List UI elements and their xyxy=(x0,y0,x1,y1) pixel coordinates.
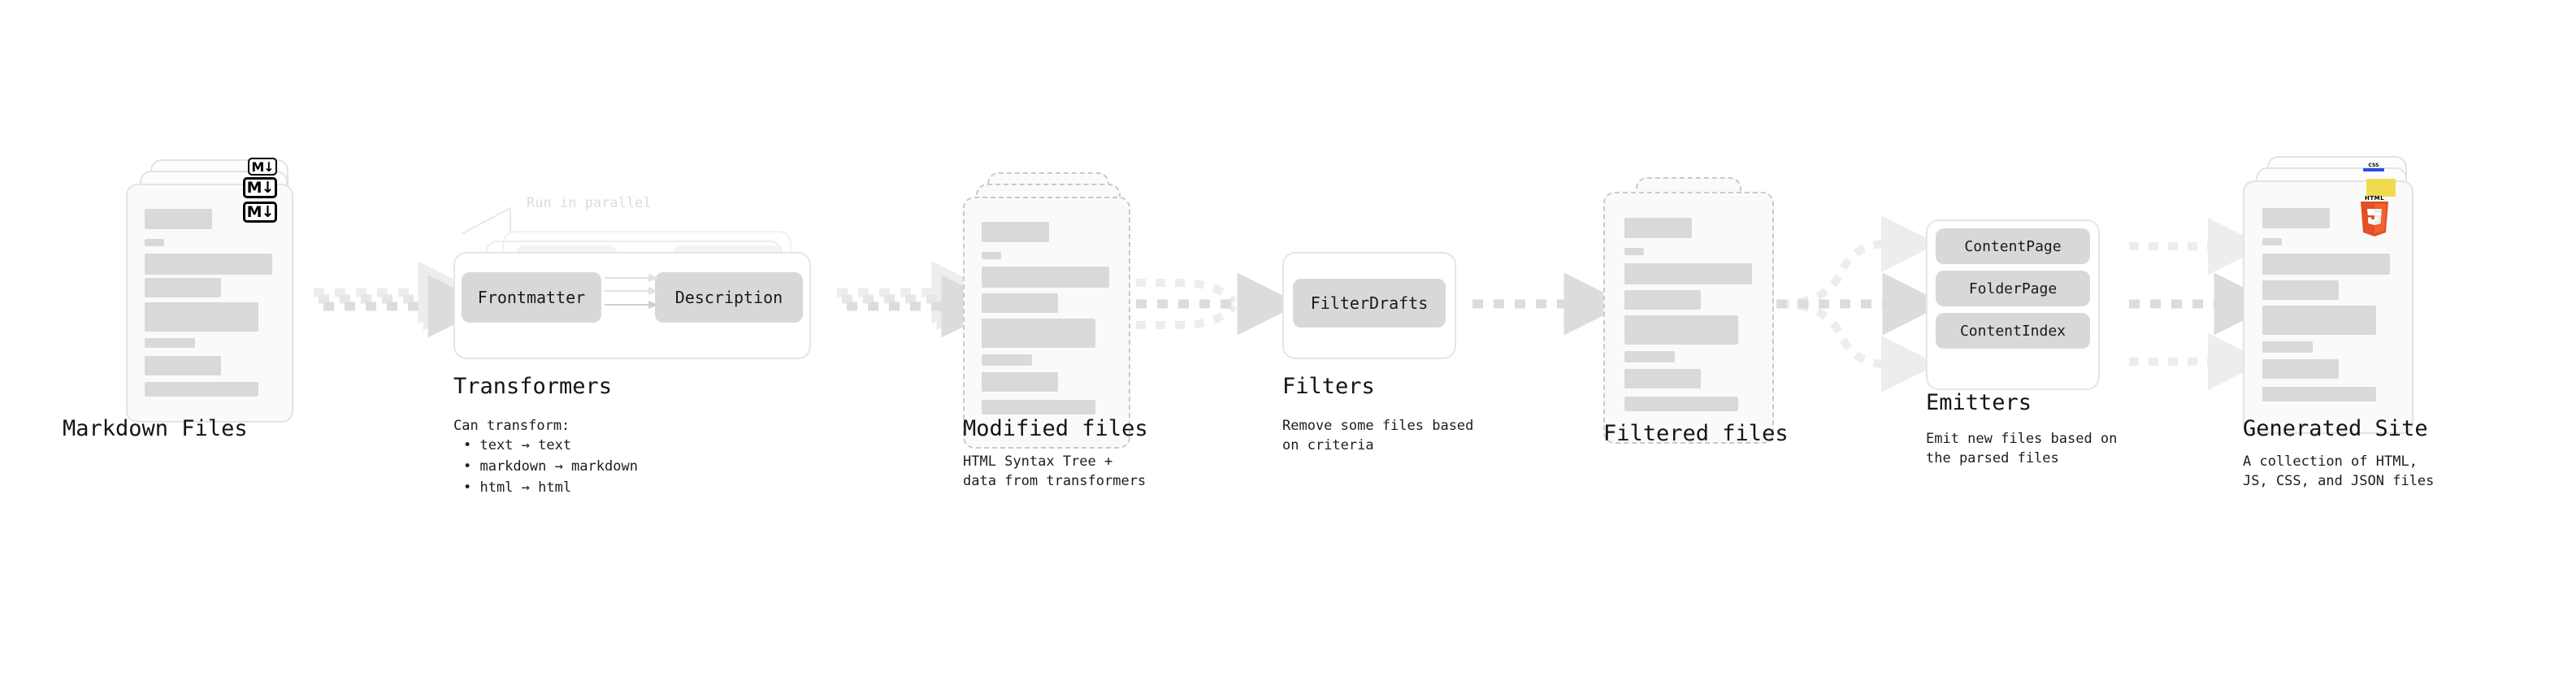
javascript-icon xyxy=(2366,179,2396,197)
markdown-badge: M↓ xyxy=(243,202,277,223)
chip-folderpage[interactable]: FolderPage xyxy=(1936,271,2090,306)
transformers-bullet-1: • markdown → markdown xyxy=(463,458,638,475)
doc-bar xyxy=(2262,387,2376,401)
transformers-subtitle: Can transform: xyxy=(453,418,570,434)
doc-bar xyxy=(145,382,258,397)
doc-bar xyxy=(982,400,1095,414)
arrow-modified-to-filters xyxy=(1136,272,1300,336)
arrow-markdown-to-transformers xyxy=(314,261,491,338)
label-transformers: Transformers xyxy=(453,374,613,399)
arrow-filtered-to-emitters xyxy=(1776,215,1945,393)
html5-icon: HTML xyxy=(2358,195,2391,237)
doc-bar xyxy=(2262,359,2339,379)
filtered-card-front xyxy=(1603,192,1774,444)
doc-bar xyxy=(145,254,272,275)
doc-bar xyxy=(145,209,212,229)
doc-bar xyxy=(982,354,1032,366)
doc-bar xyxy=(982,252,1001,259)
chip-contentindex[interactable]: ContentIndex xyxy=(1936,313,2090,349)
doc-bar xyxy=(1624,290,1701,310)
doc-bar xyxy=(145,356,221,375)
run-in-parallel-annotation: Run in parallel xyxy=(527,195,652,211)
label-modified-files: Modified files xyxy=(963,416,1148,441)
doc-bar xyxy=(1624,248,1644,255)
emitters-subtitle: Emit new files based on the parsed files xyxy=(1926,431,2118,466)
markdown-card-front-lower xyxy=(126,348,293,423)
css-badge-label: CSS xyxy=(2368,163,2379,168)
markdown-badge-back-1: M↓ xyxy=(243,177,277,198)
doc-bar xyxy=(2262,341,2313,353)
html5-badge-label: HTML xyxy=(2364,195,2385,202)
transformers-bullet-0: • text → text xyxy=(463,437,572,453)
run-in-parallel-leader xyxy=(461,206,511,235)
doc-bar xyxy=(1624,397,1738,411)
arrow-transformers-to-modified xyxy=(837,261,1004,338)
filters-subtitle: Remove some files based on criteria xyxy=(1282,418,1474,453)
doc-bar xyxy=(2262,208,2330,228)
label-markdown-files: Markdown Files xyxy=(63,416,248,441)
doc-bar xyxy=(2262,280,2339,300)
doc-bar xyxy=(982,293,1058,313)
doc-bar xyxy=(145,278,221,297)
css3-icon: CSS xyxy=(2363,163,2384,171)
doc-bar xyxy=(145,338,195,349)
markdown-badge-back-2: M↓ xyxy=(248,158,277,176)
label-filters: Filters xyxy=(1282,374,1375,399)
doc-bar xyxy=(1624,351,1675,362)
doc-bar xyxy=(982,267,1109,288)
label-filtered-files: Filtered files xyxy=(1603,421,1789,446)
doc-bar xyxy=(1624,263,1752,284)
chip-filterdrafts[interactable]: FilterDrafts xyxy=(1293,279,1446,327)
doc-bar xyxy=(982,319,1095,348)
html5-shield-glyph xyxy=(2361,202,2388,236)
arrow-emitters-to-site xyxy=(2129,218,2277,390)
chip-frontmatter[interactable]: Frontmatter xyxy=(462,272,601,323)
chip-description[interactable]: Description xyxy=(655,272,803,323)
doc-bar xyxy=(2262,254,2390,275)
doc-bar xyxy=(1624,218,1692,238)
modified-card-front xyxy=(963,197,1130,449)
css-badge-underline xyxy=(2363,168,2384,171)
doc-bar xyxy=(982,222,1049,242)
doc-bar xyxy=(145,302,258,332)
transformers-bullet-2: • html → html xyxy=(463,479,572,496)
doc-bar xyxy=(2262,238,2282,245)
label-emitters: Emitters xyxy=(1926,390,2032,415)
transformer-inner-arrows xyxy=(605,274,658,309)
chip-contentpage[interactable]: ContentPage xyxy=(1936,228,2090,264)
doc-bar xyxy=(1624,315,1738,345)
doc-bar xyxy=(2262,306,2376,335)
generated-site-subtitle: A collection of HTML, JS, CSS, and JSON … xyxy=(2243,453,2435,489)
doc-bar xyxy=(982,372,1058,392)
doc-bar xyxy=(145,239,164,246)
doc-bar xyxy=(1624,369,1701,388)
modified-files-subtitle: HTML Syntax Tree + data from transformer… xyxy=(963,453,1147,489)
label-generated-site: Generated Site xyxy=(2243,416,2428,441)
